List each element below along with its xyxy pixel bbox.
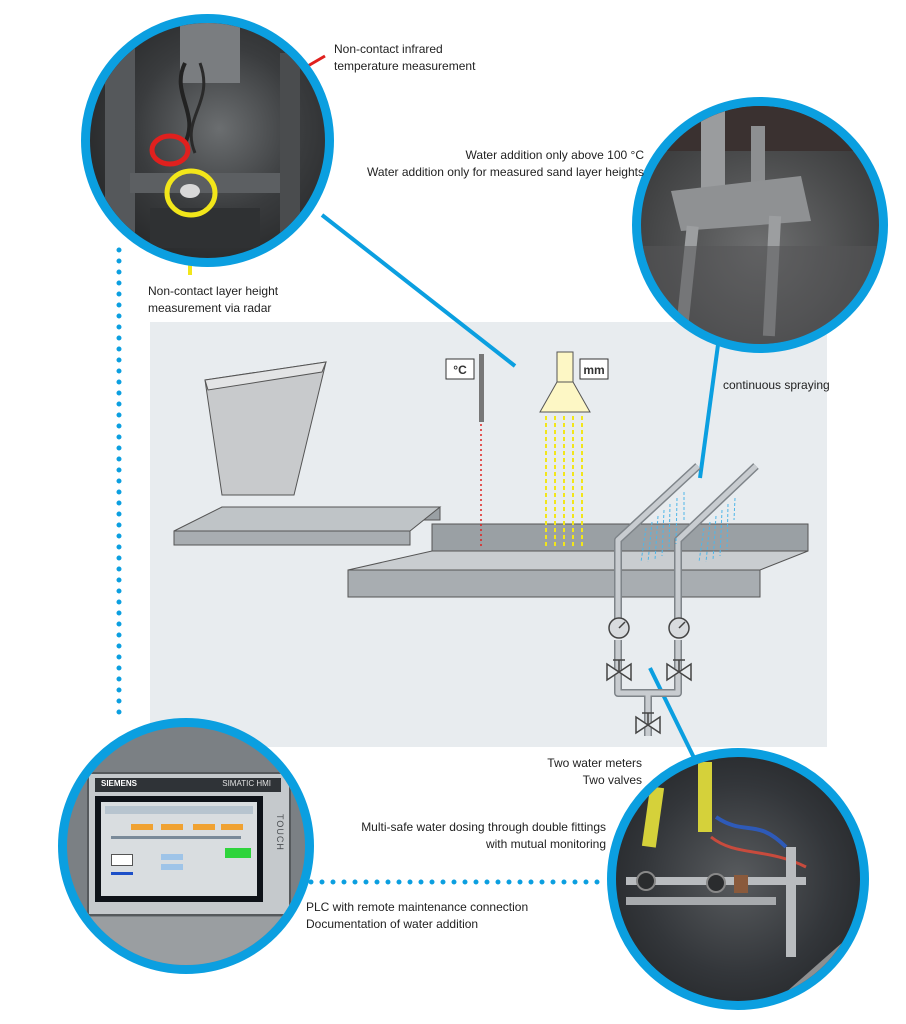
plc-line1: PLC with remote maintenance connection (306, 900, 529, 914)
plc-line2: Documentation of water addition (306, 917, 479, 931)
infrared-label-line2: temperature measurement (334, 59, 476, 73)
height-unit-label: mm (583, 363, 604, 377)
radar-label-line2: measurement via radar (148, 301, 272, 315)
main-conveyor (347, 569, 761, 598)
spraying-label: continuous spraying (723, 377, 830, 394)
valve-main (635, 712, 661, 735)
temperature-unit-label: °C (453, 363, 467, 377)
hmi-photo-circle: SIEMENS SIMATIC HMI TOUCH (58, 718, 314, 974)
spraying-label-text: continuous spraying (723, 378, 830, 392)
infrared-label-line1: Non-contact infrared (334, 42, 443, 56)
temperature-unit-box (445, 358, 475, 380)
spray-photo-circle (632, 97, 888, 353)
valve-right (666, 659, 692, 682)
radar-sensor-marker (164, 168, 218, 218)
hmi-brand: SIEMENS (101, 779, 138, 788)
dosing-line2: with mutual monitoring (485, 837, 606, 851)
radar-label-line1: Non-contact layer height (148, 284, 279, 298)
feed-conveyor (173, 530, 411, 546)
radar-beams (545, 416, 583, 549)
callout-line-sensor (320, 213, 517, 368)
callout-line-valves (648, 667, 702, 771)
water-meters-line1: Two water meters (547, 756, 642, 770)
dosing-line1: Multi-safe water dosing through double f… (361, 820, 606, 834)
water-meter-left (608, 617, 630, 639)
hopper-rim (204, 361, 327, 391)
hmi-panel: SIEMENS SIMATIC HMI TOUCH (87, 772, 291, 916)
water-meter-right (668, 617, 690, 639)
hmi-model: SIMATIC HMI (222, 779, 271, 788)
water-addition-line2: Water addition only for measured sand la… (366, 165, 644, 179)
water-meters-line2: Two valves (582, 773, 642, 787)
valve-left (606, 659, 632, 682)
water-meters-label: Two water meters Two valves (547, 755, 642, 789)
sensor-photo-circle (81, 14, 334, 267)
water-addition-line1: Water addition only above 100 °C (465, 148, 644, 162)
water-addition-label: Water addition only above 100 °C Water a… (367, 147, 644, 181)
callout-line-spray (698, 329, 722, 479)
plc-label: PLC with remote maintenance connection D… (306, 899, 528, 933)
radar-sensor (539, 381, 591, 413)
radar-label: Non-contact layer height measurement via… (148, 283, 278, 317)
infrared-label: Non-contact infrared temperature measure… (334, 41, 475, 75)
hmi-screen[interactable] (95, 796, 263, 902)
temperature-sensor-probe (479, 354, 484, 422)
infrared-sensor-marker (149, 133, 191, 167)
hmi-touch-label: TOUCH (275, 814, 285, 851)
height-unit-box (579, 358, 609, 380)
spray-droplets (640, 492, 736, 563)
fittings-photo-circle (607, 748, 869, 1010)
dosing-label: Multi-safe water dosing through double f… (361, 819, 606, 853)
